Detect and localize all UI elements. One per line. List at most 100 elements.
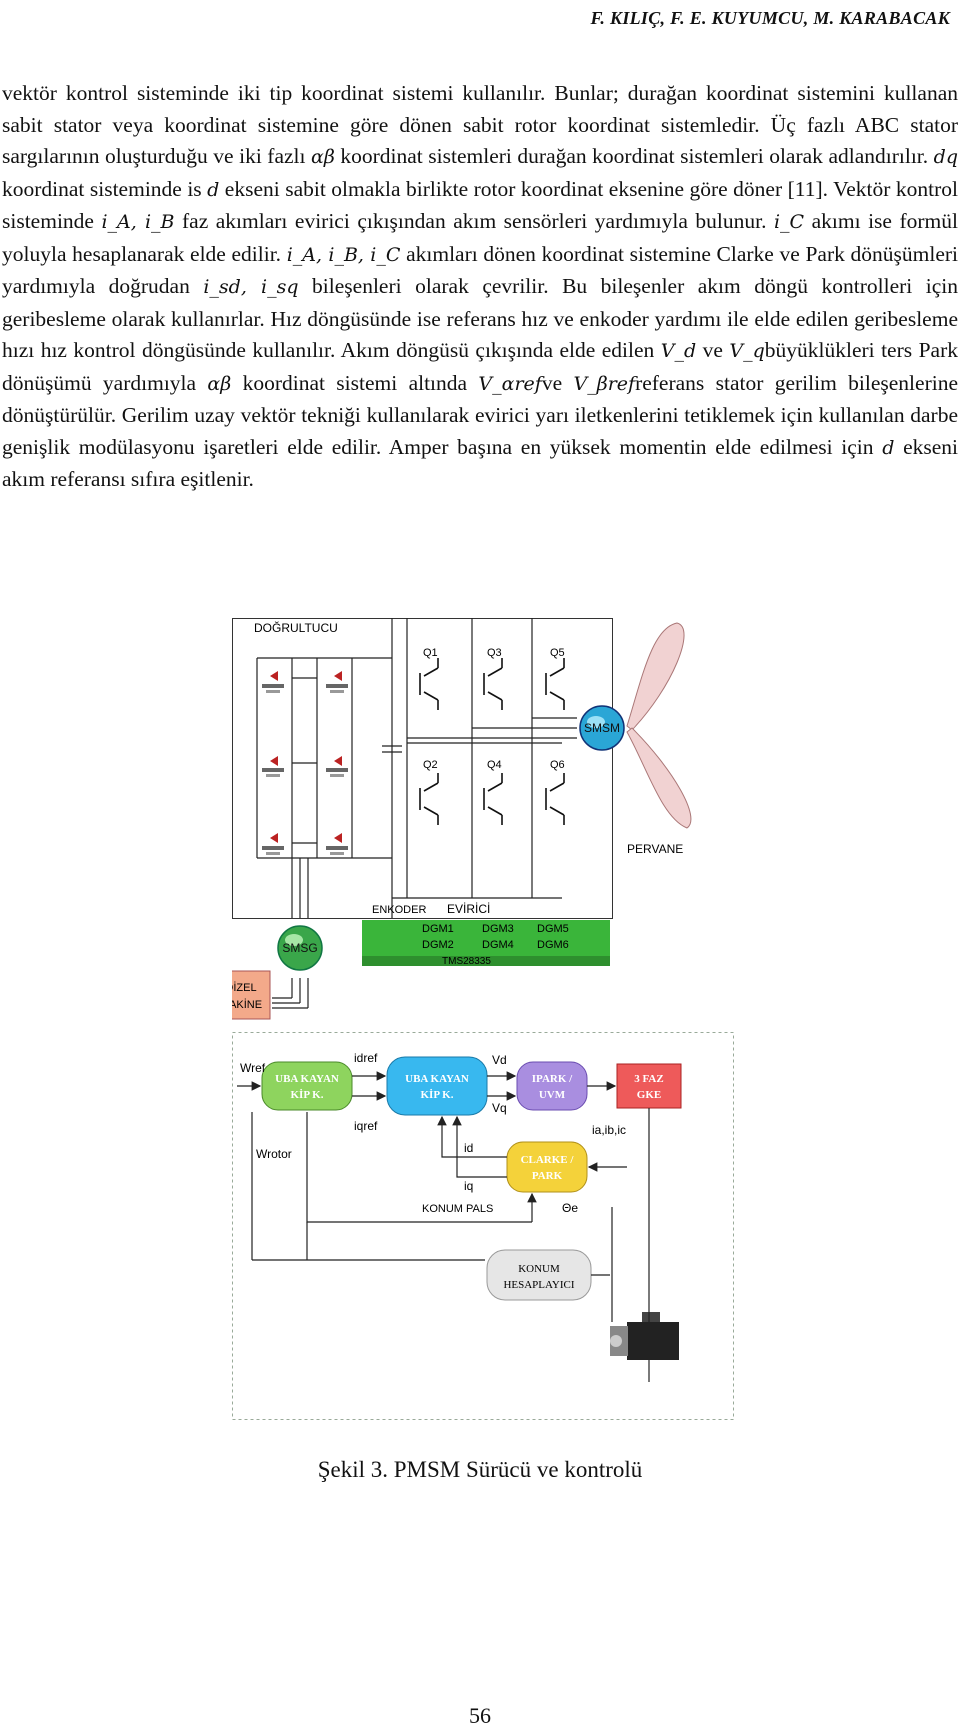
gate-signal: DGM6: [537, 939, 569, 951]
switch-q3: Q3: [487, 647, 502, 659]
power-circuit-svg: DOĞRULTUCU: [211, 618, 692, 1020]
thyristor: [326, 833, 348, 855]
signal-lines: [237, 1071, 650, 1382]
thyristor: [262, 833, 284, 855]
motor-smsm: SMSM: [579, 705, 625, 751]
math-ia-ib-ic: i_A, i_B, i_C: [286, 243, 401, 266]
signal-theta: Θe: [562, 1201, 578, 1215]
control-diagram: UBA KAYAN KİP K. UBA KAYAN KİP K. IPARK …: [232, 1032, 734, 1420]
signal-pulse: KONUM PALS: [422, 1203, 493, 1215]
text-run: akımı ise formül yoluyla hesaplanarak el…: [2, 209, 958, 266]
gate-signal: DGM1: [422, 923, 454, 935]
dsp-board: DGM1 DGM3 DGM5 DGM2 DGM4 DGM6 TMS28335: [362, 920, 610, 967]
thyristor: [262, 671, 284, 693]
block-label: CLARKE /: [521, 1154, 575, 1166]
switch-q2: Q2: [423, 759, 438, 771]
block-label: KİP K.: [420, 1089, 453, 1101]
thyristor: [326, 756, 348, 777]
block-label: PARK: [532, 1170, 563, 1182]
block-label: KONUM: [518, 1263, 560, 1275]
signal-wrotor: Wrotor: [256, 1147, 292, 1161]
figure-caption: Şekil 3. PMSM Sürücü ve kontrolü: [317, 1457, 643, 1482]
ipark-block: IPARK / UVM: [516, 1061, 588, 1111]
signal-idref: idref: [354, 1051, 378, 1065]
block-label: GKE: [637, 1089, 661, 1101]
rectifier-label: DOĞRULTUCU: [254, 620, 338, 635]
motor-label: SMSM: [584, 721, 620, 735]
igbts: [419, 658, 565, 825]
text-run: akımları dönen koordinat sistemine Clark…: [2, 241, 959, 299]
switch-q1: Q1: [423, 647, 438, 659]
text-run: koordinat sisteminde is: [2, 176, 208, 201]
propeller-icon: [626, 622, 692, 829]
math-d: d: [207, 178, 220, 201]
math-ic: i_C: [773, 211, 805, 233]
text-run: ekseni akım referansı sıfıra eşitlenir.: [2, 434, 958, 492]
block-label: KİP K.: [290, 1089, 323, 1101]
position-calculator-block: KONUM HESAPLAYICI: [486, 1249, 592, 1301]
gate-signal: DGM5: [537, 923, 569, 935]
running-header: F. KILIÇ, F. E. KUYUMCU, M. KARABACAK: [590, 8, 950, 28]
signal-iabc: ia,ib,ic: [592, 1123, 626, 1137]
control-diagram-svg: UBA KAYAN KİP K. UBA KAYAN KİP K. IPARK …: [232, 1032, 734, 1420]
generator-wires: [272, 858, 309, 1009]
text-run: koordinat sistemleri durağan koordinat s…: [334, 144, 934, 168]
math-v-beta-ref: V_βref: [573, 372, 636, 395]
signal-wref: Wref: [240, 1061, 266, 1075]
math-dq: dq: [933, 146, 958, 168]
page-number: 56: [469, 1703, 491, 1728]
inverter-legs: [392, 618, 577, 899]
signal-vq: Vq: [492, 1101, 507, 1115]
clarke-park-block: CLARKE / PARK: [506, 1141, 588, 1193]
diesel-engine: DİZEL MAKİNE: [211, 970, 271, 1020]
diesel-label: MAKİNE: [232, 998, 262, 1011]
block-label: 3 FAZ: [634, 1073, 663, 1085]
current-controller-block: UBA KAYAN KİP K.: [386, 1056, 488, 1116]
propeller-label: PERVANE: [627, 842, 683, 856]
switch-q6: Q6: [550, 759, 565, 771]
text-run: bileşenleri olarak çevrilir. Bu bileşenl…: [2, 274, 959, 362]
block-label: UBA KAYAN: [405, 1073, 469, 1085]
math-ia-ib: i_A, i_B: [101, 211, 175, 233]
switch-q5: Q5: [550, 647, 565, 659]
igbt-labels: Q1 Q3 Q5 Q2 Q4 Q6: [423, 647, 565, 771]
math-d: d: [882, 436, 895, 459]
power-circuit-figure: DOĞRULTUCU: [211, 618, 734, 1028]
diesel-label: DİZEL: [232, 981, 257, 994]
gate-signal: DGM3: [482, 923, 514, 935]
inverter-label: EVİRİCİ: [447, 902, 490, 916]
text-run: vektör kontrol sisteminde iki tip koordi…: [2, 81, 958, 168]
generator-smsg: SMSG: [277, 925, 323, 971]
dc-link: [352, 618, 402, 918]
block-label: UBA KAYAN: [275, 1073, 339, 1085]
frame: [232, 618, 613, 919]
block-label: IPARK /: [532, 1073, 573, 1085]
signal-vd: Vd: [492, 1053, 507, 1067]
encoder-label: ENKODER: [372, 904, 426, 916]
speed-controller-block: UBA KAYAN KİP K.: [261, 1061, 353, 1111]
signal-labels: Wref idref iqref Vd Vq Wrotor id iq ia,i…: [240, 1051, 626, 1215]
servo-motor-icon: [610, 1312, 679, 1360]
math-isd-isq: i_sd, i_sq: [203, 276, 299, 298]
text-run: ekseni sabit olmakla birlikte rotor koor…: [2, 176, 958, 234]
rectifier: [256, 657, 353, 859]
switch-q4: Q4: [487, 759, 502, 771]
text-run: ve: [696, 338, 730, 362]
text-run: referans stator gerilim bileşenlerine dö…: [2, 370, 959, 459]
signal-iq: iq: [464, 1179, 473, 1193]
text-run: faz akımları evirici çıkışından akım sen…: [174, 209, 774, 233]
generator-label: SMSG: [282, 941, 317, 955]
signal-iqref: iqref: [354, 1119, 378, 1133]
text-run: koordinat sistemi altında: [231, 370, 479, 395]
gate-signal: DGM4: [482, 939, 514, 951]
signal-id: id: [464, 1141, 473, 1155]
math-vd: V_d: [660, 340, 697, 362]
math-alpha-beta: αβ: [207, 372, 232, 395]
thyristor: [262, 756, 284, 777]
math-vq: V_q: [729, 340, 765, 362]
body-paragraph: vektör kontrol sisteminde iki tip koordi…: [2, 78, 958, 496]
math-v-alpha-ref: V_αref: [478, 372, 542, 395]
block-label: UVM: [539, 1089, 566, 1101]
text-run: ve: [541, 370, 574, 395]
gke-block: 3 FAZ GKE: [616, 1063, 682, 1109]
